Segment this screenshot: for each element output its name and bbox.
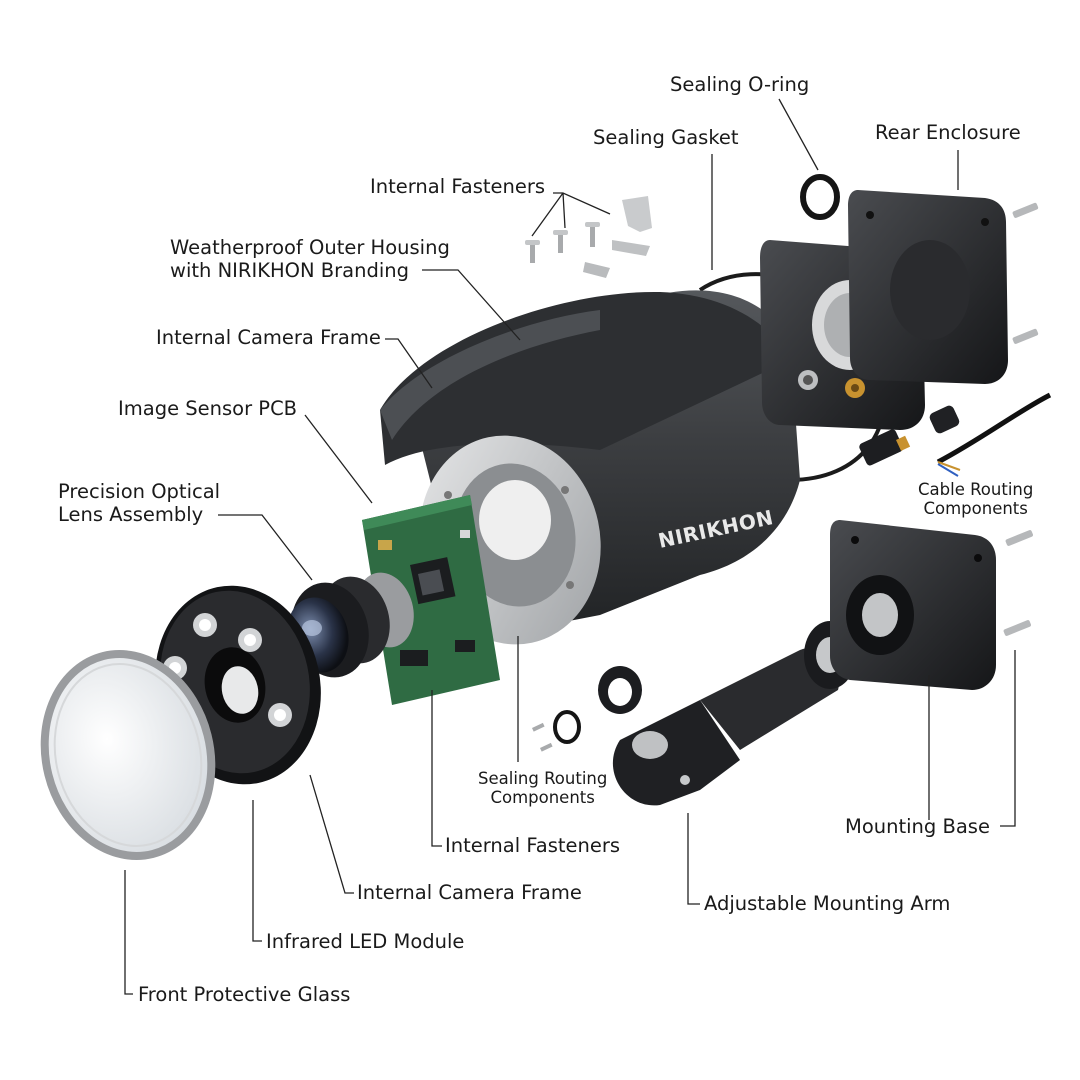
image-sensor-pcb	[362, 495, 500, 705]
leader-mounting-base-right	[1000, 650, 1016, 827]
leader-lines	[124, 98, 1016, 995]
label-adjustable-arm: Adjustable Mounting Arm	[704, 892, 951, 915]
leader-internal-camera-frame-top	[385, 338, 433, 389]
label-internal-camera-frame-bottom: Internal Camera Frame	[357, 881, 582, 904]
rear-enclosure	[848, 190, 1008, 384]
label-infrared-led: Infrared LED Module	[266, 930, 465, 953]
label-internal-fasteners-top: Internal Fasteners	[370, 175, 546, 198]
label-weatherproof-housing-line-2: with NIRIKHON Branding	[170, 259, 410, 282]
sealing-routing-components	[532, 666, 642, 752]
label-sealing-o-ring: Sealing O-ring	[670, 73, 810, 96]
label-rear-enclosure: Rear Enclosure	[875, 121, 1021, 144]
label-cable-routing-line-1: Cable Routing	[918, 480, 1034, 499]
label-sealing-routing-line-1: Sealing Routing	[478, 769, 608, 788]
leader-sealing-o-ring	[778, 98, 819, 171]
label-cable-routing: Cable Routing Components	[918, 480, 1033, 518]
label-mounting-base: Mounting Base	[845, 815, 990, 838]
label-front-glass: Front Protective Glass	[138, 983, 351, 1006]
label-internal-camera-frame-top: Internal Camera Frame	[156, 326, 381, 349]
label-precision-lens-line-2: Lens Assembly	[58, 503, 204, 526]
leader-internal-camera-frame-bottom	[309, 774, 354, 894]
label-internal-fasteners-bottom: Internal Fasteners	[445, 834, 621, 857]
leader-internal-fasteners-top	[531, 192, 611, 237]
leader-front-glass	[124, 870, 133, 995]
label-cable-routing-line-2: Components	[923, 499, 1028, 518]
label-sealing-routing-line-2: Components	[490, 788, 595, 807]
cable-routing-components	[859, 392, 1052, 477]
label-weatherproof-housing: Weatherproof Outer Housing with NIRIKHON…	[170, 236, 450, 282]
leader-adjustable-arm	[687, 813, 700, 905]
label-image-sensor-pcb: Image Sensor PCB	[118, 397, 298, 420]
label-sealing-routing: Sealing Routing Components	[478, 769, 607, 807]
leader-precision-lens	[218, 514, 313, 581]
mounting-base	[830, 520, 996, 690]
leader-image-sensor-pcb	[304, 414, 373, 504]
label-weatherproof-housing-line-1: Weatherproof Outer Housing	[170, 236, 450, 259]
leader-infrared-led	[252, 800, 262, 942]
rear-screw	[1003, 202, 1039, 636]
label-precision-lens: Precision Optical Lens Assembly	[58, 480, 220, 526]
label-precision-lens-line-1: Precision Optical	[58, 480, 221, 503]
label-sealing-gasket: Sealing Gasket	[593, 126, 739, 149]
leader-internal-fasteners-bottom	[431, 690, 442, 847]
adjustable-mounting-arm	[612, 621, 856, 806]
internal-fasteners-top	[525, 196, 652, 278]
front-protective-glass	[40, 650, 216, 860]
sealing-o-ring	[800, 174, 840, 220]
leader-weatherproof-housing	[422, 269, 521, 341]
